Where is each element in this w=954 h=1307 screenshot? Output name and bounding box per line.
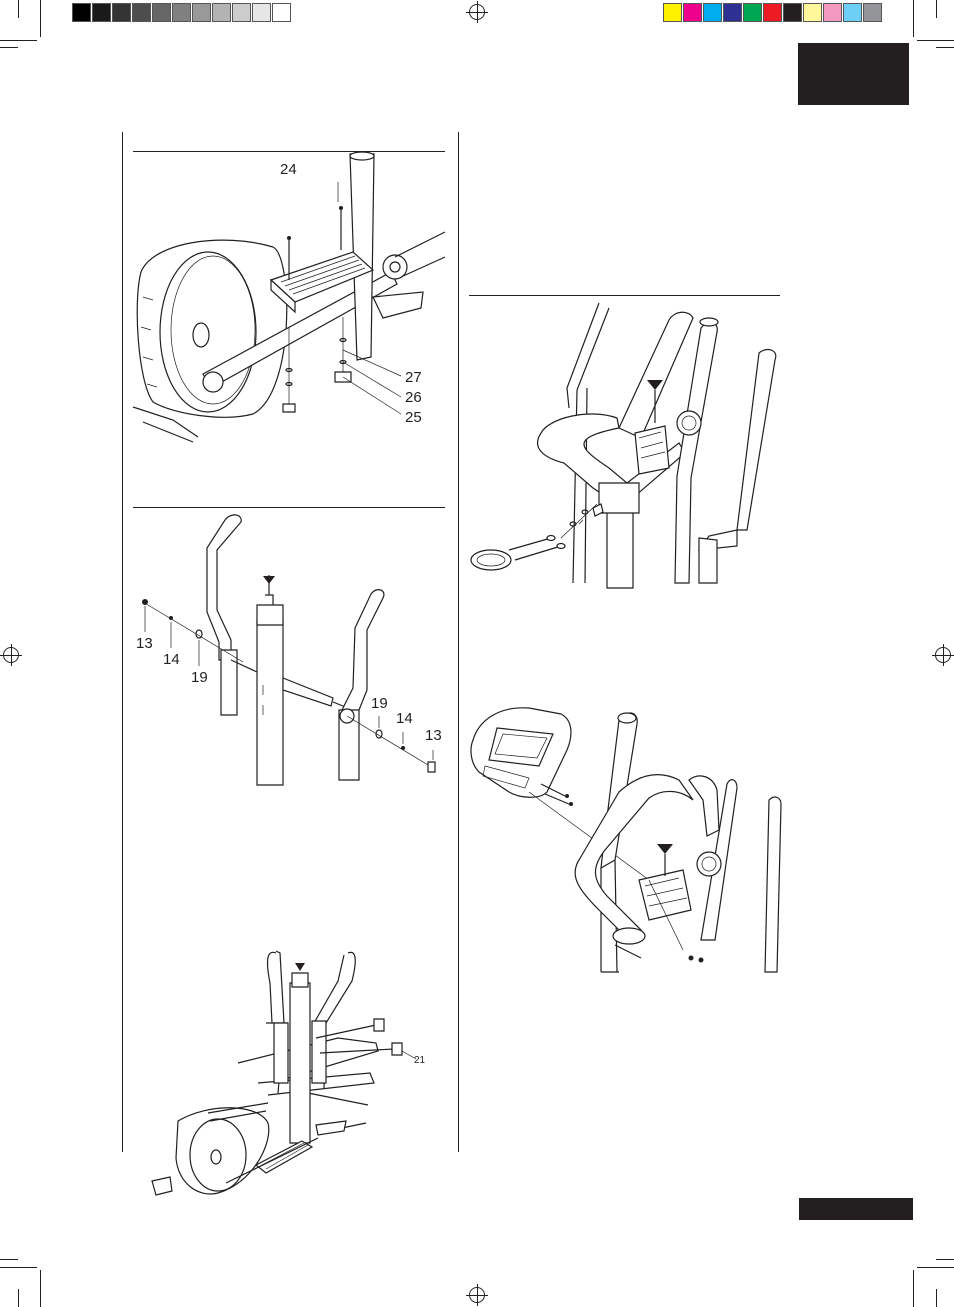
part-label-19-right: 19 (371, 696, 388, 711)
gray-swatch-3 (112, 3, 131, 22)
gray-swatch-11 (272, 3, 291, 22)
step-rule-2 (133, 507, 445, 508)
part-label-19-left: 19 (191, 670, 208, 685)
color-swatch-blue (723, 3, 742, 22)
color-swatch-green (743, 3, 762, 22)
color-swatch-gray (863, 3, 882, 22)
part-label-14-right: 14 (396, 711, 413, 726)
part-label-14-left: 14 (163, 652, 180, 667)
gray-swatch-5 (152, 3, 171, 22)
mast-bolts-drawing (148, 943, 428, 1198)
step-rule-3 (469, 295, 780, 296)
handlebar-axle-drawing (133, 510, 445, 790)
color-swatch-light-yellow (803, 3, 822, 22)
color-swatch-magenta (683, 3, 702, 22)
left-column-divider (122, 132, 123, 1152)
section-tab (798, 43, 909, 105)
console-mount-figure (469, 700, 781, 972)
pedal-assembly-drawing (133, 152, 445, 442)
gray-swatch-2 (92, 3, 111, 22)
registration-mark-left (3, 647, 19, 663)
gray-swatch-6 (172, 3, 191, 22)
part-label-24: 24 (280, 162, 297, 177)
gray-swatch-8 (212, 3, 231, 22)
gray-swatch-9 (232, 3, 251, 22)
color-swatch-cyan (703, 3, 722, 22)
part-label-21: 21 (414, 1056, 425, 1066)
part-label-13-right: 13 (425, 728, 442, 743)
handlebar-axle-figure: 13 14 19 19 14 13 (133, 510, 445, 790)
front-handlebar-figure (469, 298, 781, 588)
gray-swatch-1 (72, 3, 91, 22)
part-label-25: 25 (405, 410, 422, 425)
gray-swatch-7 (192, 3, 211, 22)
pedal-assembly-figure: 24 27 26 25 (133, 152, 445, 442)
gray-swatch-4 (132, 3, 151, 22)
registration-mark-top (469, 4, 485, 20)
part-label-13-left: 13 (136, 636, 153, 651)
part-label-26: 26 (405, 390, 422, 405)
console-mount-drawing (469, 700, 781, 972)
page-number-tab (799, 1198, 913, 1220)
color-swatch-yellow (663, 3, 682, 22)
color-swatch-light-cyan (843, 3, 862, 22)
registration-mark-bottom (469, 1287, 485, 1303)
mast-bolts-figure: 21 (148, 943, 428, 1198)
front-handlebar-drawing (469, 298, 781, 588)
gray-swatch-10 (252, 3, 271, 22)
color-swatch-black (783, 3, 802, 22)
color-swatch-pink (823, 3, 842, 22)
center-column-divider (458, 132, 459, 1152)
color-swatch-red (763, 3, 782, 22)
registration-mark-right (935, 647, 951, 663)
part-label-27: 27 (405, 370, 422, 385)
